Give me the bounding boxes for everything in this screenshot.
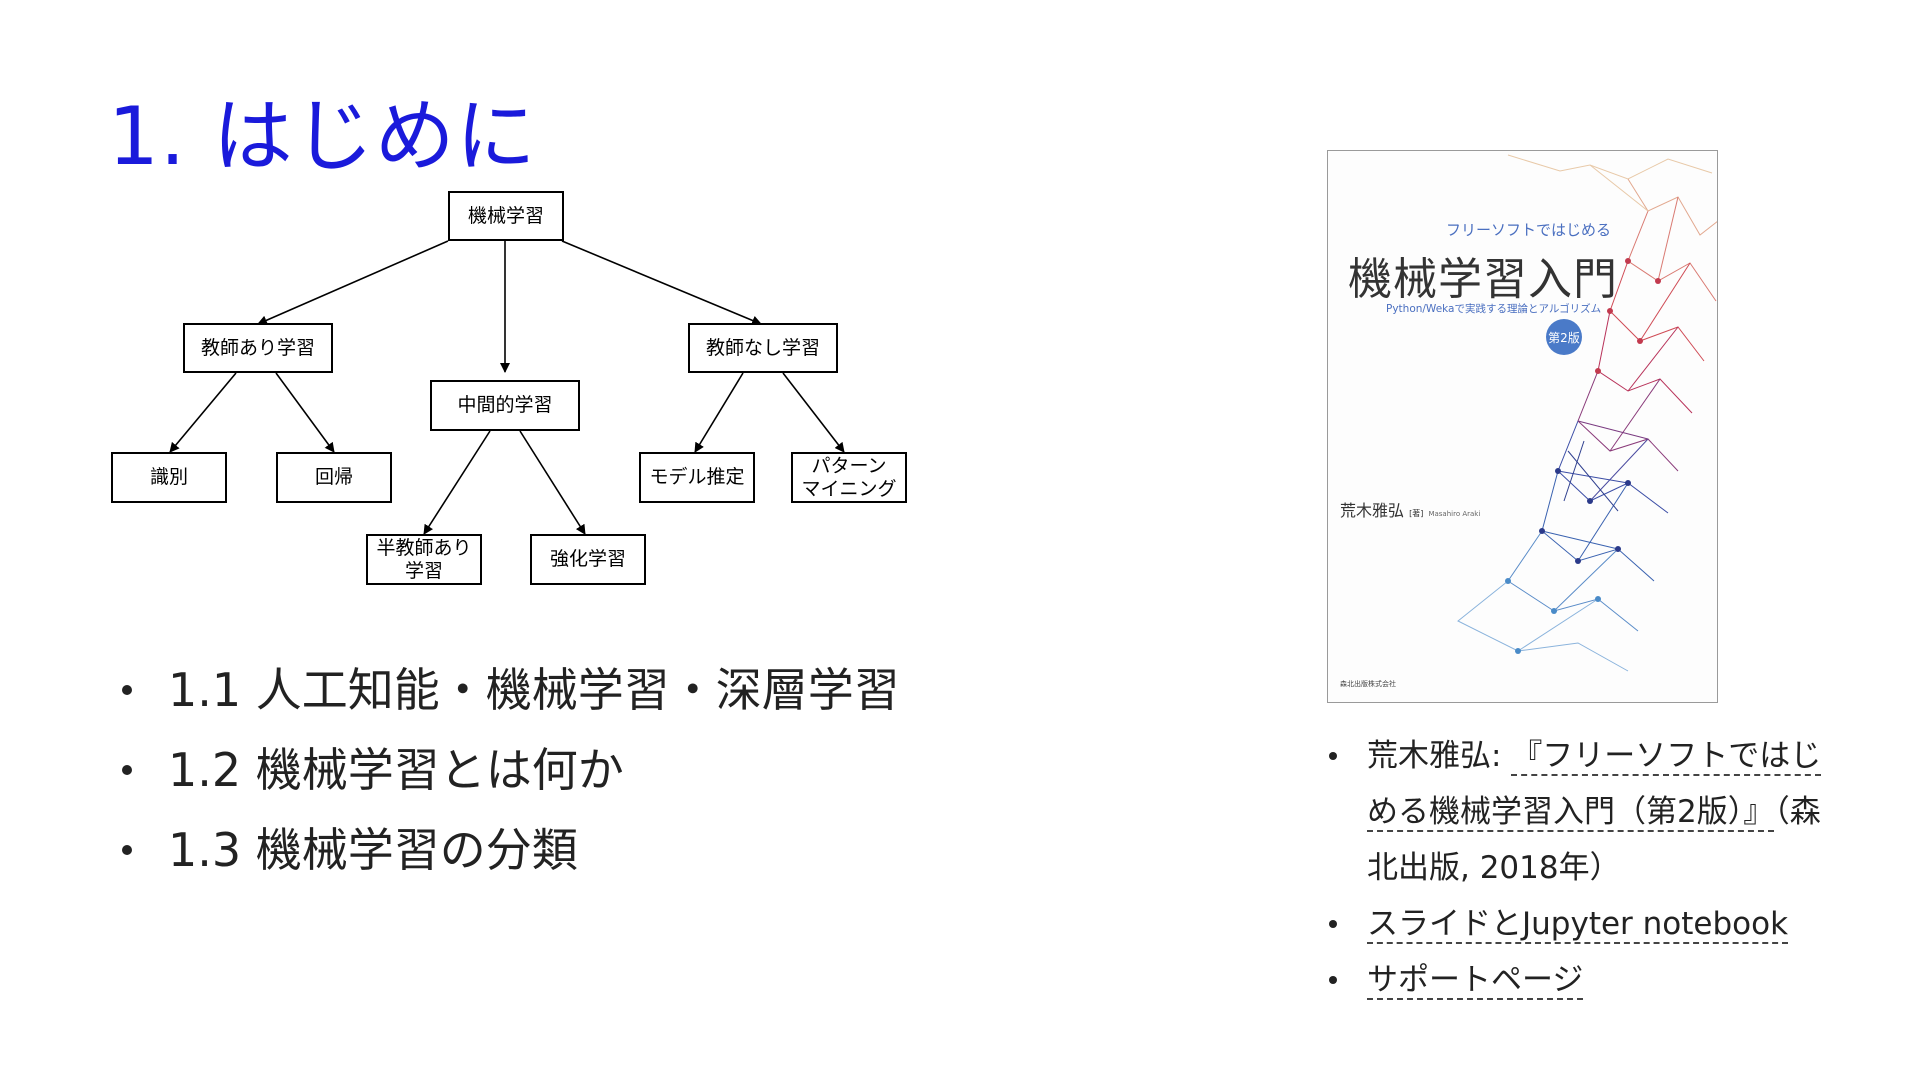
node-regression: 回帰 (276, 452, 392, 503)
arrow-unsupervised-pattern (782, 372, 845, 453)
node-pattern-mining-line2: マイニング (801, 477, 897, 500)
node-semi-supervised-line1: 半教師あり (376, 536, 472, 559)
topic-item: 1.1 人工知能・機械学習・深層学習 (122, 650, 900, 730)
topic-list: 1.1 人工知能・機械学習・深層学習 1.2 機械学習とは何か 1.3 機械学習… (122, 650, 900, 890)
reference-book-author: 荒木雅弘: (1367, 738, 1512, 774)
node-supervised-learning: 教師あり学習 (183, 323, 333, 373)
reference-item-slides: スライドとJupyter notebook (1327, 896, 1827, 952)
arrow-intermediate-semi (423, 430, 491, 535)
book-subtitle-text: Python/Wekaで実践する理論とアルゴリズム (1386, 303, 1602, 315)
book-publisher-text: 森北出版株式会社 (1340, 680, 1396, 688)
slide-title: 1. はじめに (108, 90, 537, 183)
arrow-root-supervised (257, 240, 449, 325)
slides-notebook-link[interactable]: スライドとJupyter notebook (1367, 906, 1789, 944)
arrow-supervised-regression (275, 372, 335, 453)
book-author-roman: Masahiro Araki (1428, 510, 1481, 518)
book-title-link[interactable]: 『フリーソフトではじめる機械学習入門（第2版）』 (1367, 738, 1822, 832)
book-series-text: フリーソフトではじめる (1446, 221, 1612, 239)
reference-item-support: サポートページ (1327, 952, 1827, 1008)
arrow-intermediate-reinforcement (519, 430, 586, 535)
node-model-estimation: モデル推定 (639, 452, 755, 503)
node-semi-supervised-line2: 学習 (404, 559, 443, 582)
support-page-link[interactable]: サポートページ (1367, 962, 1584, 1000)
node-intermediate-learning: 中間的学習 (430, 380, 580, 431)
node-semi-supervised: 半教師あり 学習 (366, 534, 482, 585)
node-classification: 識別 (111, 452, 227, 503)
node-unsupervised-learning: 教師なし学習 (688, 323, 838, 373)
ml-taxonomy-diagram: 機械学習 教師あり学習 中間的学習 教師なし学習 識別 回帰 半教師あり 学習 … (108, 186, 918, 596)
node-machine-learning: 機械学習 (448, 191, 564, 241)
book-author-text: 荒木雅弘 [著] Masahiro Araki (1340, 497, 1480, 521)
node-reinforcement-learning: 強化学習 (530, 534, 646, 585)
topic-item: 1.3 機械学習の分類 (122, 810, 900, 890)
arrow-supervised-classification (169, 372, 237, 453)
book-author-name: 荒木雅弘 (1340, 501, 1405, 520)
book-title-text: 機械学習入門 (1348, 254, 1618, 305)
diagram-connectors (169, 240, 845, 535)
arrow-unsupervised-model (694, 372, 744, 453)
reference-item-book: 荒木雅弘: 『フリーソフトではじめる機械学習入門（第2版）』（森北出版, 201… (1327, 728, 1827, 896)
reference-book-publisher: （森北出版, 2018年） (1367, 794, 1821, 886)
arrow-root-unsupervised (561, 240, 762, 326)
reference-list: 荒木雅弘: 『フリーソフトではじめる機械学習入門（第2版）』（森北出版, 201… (1327, 728, 1827, 1008)
node-pattern-mining: パターン マイニング (791, 452, 907, 503)
book-cover: フリーソフトではじめる 機械学習入門 Python/Wekaで実践する理論とアル… (1327, 150, 1718, 703)
topic-item: 1.2 機械学習とは何か (122, 730, 900, 810)
book-network-art (1457, 154, 1717, 672)
book-edition-badge: 第2版 (1546, 319, 1582, 355)
book-author-role: [著] (1409, 509, 1424, 518)
node-pattern-mining-line1: パターン (811, 454, 887, 477)
